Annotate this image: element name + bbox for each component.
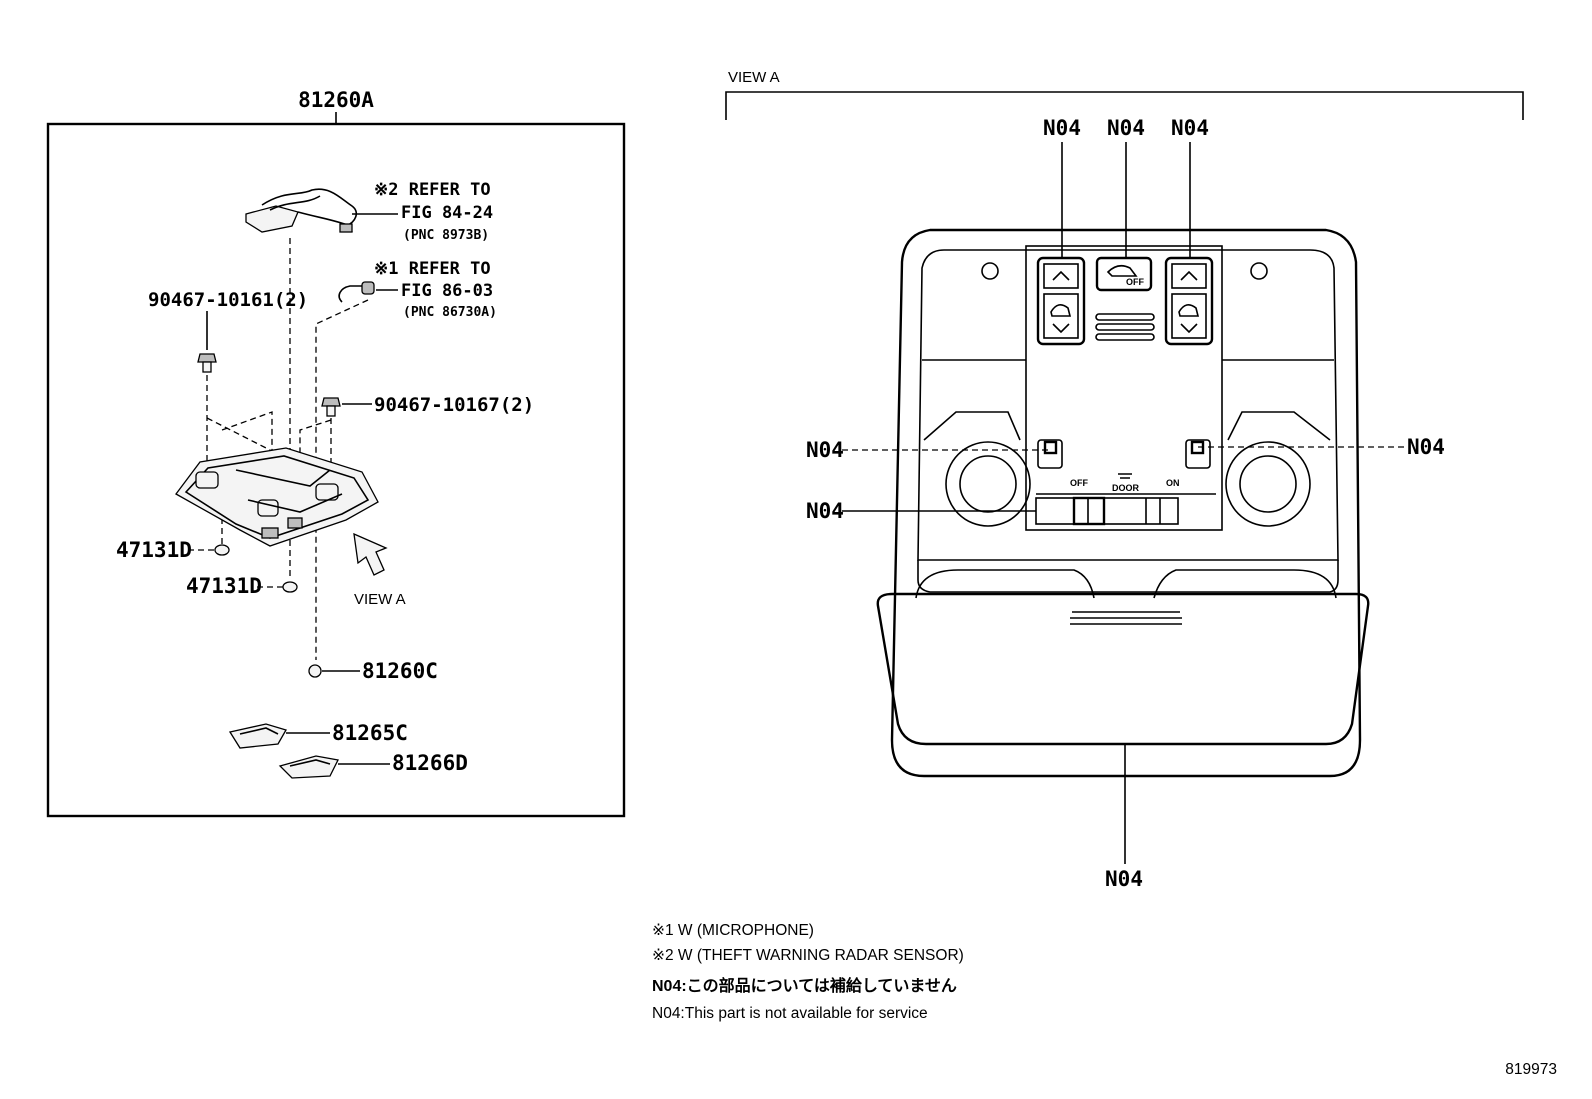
ref1-line3: (PNC 86730A) xyxy=(403,305,497,320)
callout-right-switch: N04 xyxy=(1407,435,1445,459)
slide-door-label: DOOR xyxy=(1112,483,1140,493)
plug-b-label: 47131D xyxy=(186,574,262,598)
note-n04-english: N04:This part is not available for servi… xyxy=(652,1005,928,1022)
view-a-arrow xyxy=(353,532,388,576)
sunroof-off-label: OFF xyxy=(1126,277,1144,287)
microphone-part xyxy=(338,281,375,303)
view-a-bracket xyxy=(725,91,1524,120)
slide-off-label: OFF xyxy=(1070,478,1088,488)
dome-lamp-slide-switch[interactable]: OFF DOOR ON xyxy=(1035,473,1216,526)
callout-top-2: N04 xyxy=(1107,116,1145,140)
plug-a-label: 47131D xyxy=(116,538,192,562)
lens-c-label: 81265C xyxy=(332,721,408,745)
radar-sensor-harness xyxy=(245,188,358,233)
figure-number: 819973 xyxy=(1505,1061,1557,1078)
group-label: 81260A xyxy=(298,88,374,112)
callout-bottom: N04 xyxy=(1105,867,1143,891)
ref2-line3: (PNC 8973B) xyxy=(403,228,489,243)
left-map-lamp xyxy=(945,441,1031,527)
lens-c-part xyxy=(228,723,287,749)
right-map-lamp xyxy=(1225,441,1311,527)
slide-on-label: ON xyxy=(1166,478,1180,488)
lens-d-part xyxy=(278,755,339,779)
cap-label: 81260C xyxy=(362,659,438,683)
sunroof-off-button[interactable]: OFF xyxy=(1095,256,1153,292)
left-lamp-switch[interactable] xyxy=(1037,439,1063,469)
callout-top-1: N04 xyxy=(1043,116,1081,140)
overhead-console-housing xyxy=(175,447,379,547)
lens-d-label: 81266D xyxy=(392,751,468,775)
ref2-line2: FIG 84-24 xyxy=(401,203,493,223)
right-lamp-switch[interactable] xyxy=(1185,439,1211,469)
cap-part xyxy=(308,664,322,678)
ref1-line2: FIG 86-03 xyxy=(401,281,493,301)
exploded-view-panel: 81260A ※2 REFER TO FIG 84-24 (PNC 8973B)… xyxy=(46,88,626,818)
clip-b-part xyxy=(321,397,341,417)
note-n04-japanese: N04:この部品については補給していません xyxy=(652,976,957,995)
ref2-line1: ※2 REFER TO xyxy=(374,180,491,200)
clip-a-label: 90467-10161(2) xyxy=(148,289,308,311)
sunglass-holder xyxy=(876,560,1370,746)
console-upper-body xyxy=(890,228,1362,778)
plug-a-part xyxy=(214,544,230,556)
clip-a-part xyxy=(197,353,217,373)
sunroof-tilt-right-switch[interactable] xyxy=(1164,256,1214,346)
clip-b-label: 90467-10167(2) xyxy=(374,394,534,416)
callout-slide-switch: N04 xyxy=(806,499,844,523)
view-a-panel: VIEW A xyxy=(725,69,1524,891)
notes: ※1 W (MICROPHONE) ※2 W (THEFT WARNING RA… xyxy=(652,922,964,1022)
ref1-line1: ※1 REFER TO xyxy=(374,259,491,279)
callout-top-3: N04 xyxy=(1171,116,1209,140)
plug-b-part xyxy=(282,581,298,593)
callout-lines xyxy=(842,142,1404,864)
note-radar-sensor: ※2 W (THEFT WARNING RADAR SENSOR) xyxy=(652,947,964,964)
view-a-title: VIEW A xyxy=(728,69,780,86)
note-microphone: ※1 W (MICROPHONE) xyxy=(652,922,814,939)
view-a-arrow-label: VIEW A xyxy=(354,591,406,608)
callout-left-switch: N04 xyxy=(806,438,844,462)
sunroof-tilt-left-switch[interactable] xyxy=(1036,256,1086,346)
vent-grille xyxy=(1095,313,1155,341)
